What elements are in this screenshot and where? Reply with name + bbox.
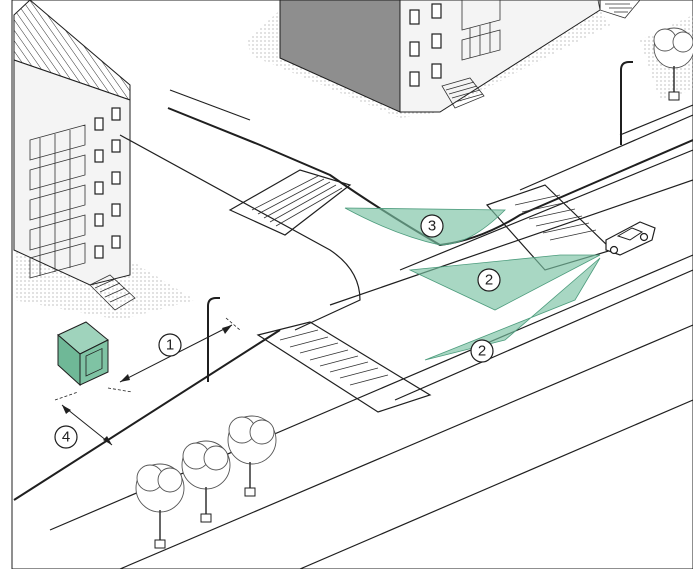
crosswalk-bottom — [258, 322, 430, 412]
car — [606, 222, 655, 255]
tree-1 — [136, 464, 184, 548]
callout-1: 1 — [159, 334, 181, 356]
callout-3: 3 — [421, 215, 443, 237]
sight-areas — [345, 208, 600, 360]
callout-2-lower-label: 2 — [478, 343, 486, 360]
tree-2 — [182, 441, 230, 522]
callout-2-lower: 2 — [471, 340, 493, 362]
callout-2-upper-label: 2 — [485, 272, 493, 289]
callout-2-upper: 2 — [478, 269, 500, 291]
crosswalk-top-left — [230, 170, 350, 235]
building-top-center — [280, 0, 640, 112]
callout-1-label: 1 — [166, 337, 174, 354]
utility-cabinet — [58, 322, 108, 385]
callout-4-label: 4 — [62, 429, 70, 446]
tree-3 — [228, 416, 276, 496]
callout-4: 4 — [55, 426, 77, 448]
callout-3-label: 3 — [428, 218, 436, 235]
